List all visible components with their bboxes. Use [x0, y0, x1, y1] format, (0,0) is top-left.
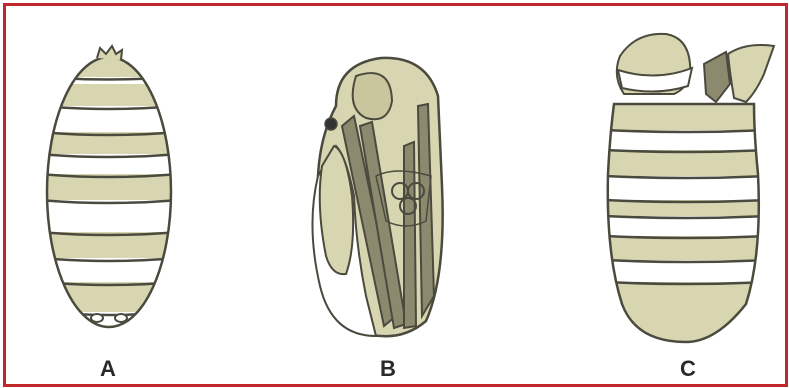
figure-label-a: A — [88, 356, 128, 382]
figure-label-c: C — [668, 356, 708, 382]
puparium-icon — [596, 24, 786, 354]
figure-frame: A B C — [3, 3, 788, 387]
figure-label-b: B — [368, 356, 408, 382]
pupa-icon — [296, 46, 466, 346]
larva-icon — [34, 42, 184, 342]
